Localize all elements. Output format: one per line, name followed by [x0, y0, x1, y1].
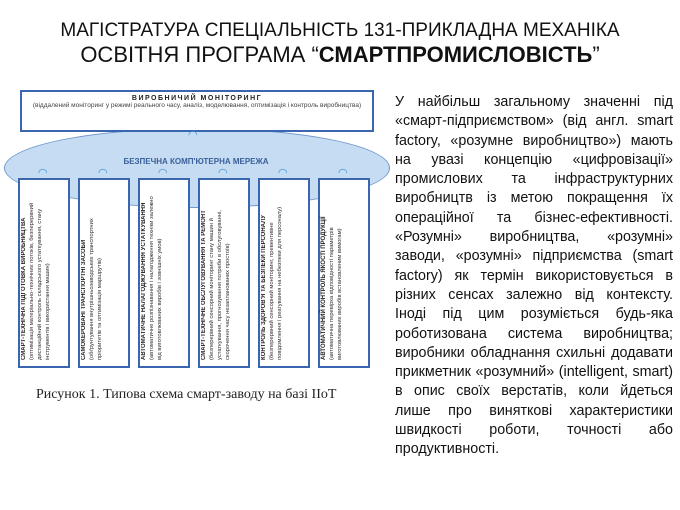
column-text: (безперервний сенсорний моніторинг стану…	[209, 210, 231, 360]
column-box: АВТОМАТИЧНИЙ КОНТРОЛЬ ЯКОСТІ ПРОДУКЦІЇ(а…	[318, 178, 370, 368]
column-heading: АВТОМАТИЧНИЙ КОНТРОЛЬ ЯКОСТІ ПРОДУКЦІЇ	[321, 216, 327, 360]
column-box: КОНТРОЛЬ ЗДОРОВ'Я ТА БЕЗПЕКИ ПЕРСОНАЛУ(б…	[258, 178, 310, 368]
title-program-name: СМАРТПРОМИСЛОВІСТЬ	[318, 42, 593, 67]
column-box: СМАРТ-ТЕХНІЧНА ПІДГОТОВКА ВИРОБНИЦТВА(оп…	[18, 178, 70, 368]
wifi-icon: ◠	[278, 167, 288, 179]
column-text: (автоматична перевірка відповідності пар…	[329, 227, 343, 360]
monitoring-subtext: (віддалений моніторинг у режимі реальног…	[32, 102, 362, 109]
smart-factory-diagram: ВИРОБНИЧИЙ МОНІТОРИНГ (віддалений моніто…	[4, 86, 390, 378]
wifi-icon: ◠	[158, 167, 168, 179]
column-heading: АВТОМАТИЧНЕ НАЛАГОДЖУВАННЯ УСТАТКУВАННЯ	[141, 202, 147, 360]
column-text: (оптимізація матеріально-технічних поток…	[29, 202, 51, 360]
wifi-icon: ◠	[338, 167, 348, 179]
wifi-icon: ◠	[98, 167, 108, 179]
wifi-icon: ◠	[218, 167, 228, 179]
column-box: СМАРТ-ТЕХНІЧНЕ ОБСЛУГОВУВАННЯ ТА РЕМОНТ(…	[198, 178, 250, 368]
column-heading: САМОКЕРОВАНІ ТРАНСПОРТНІ ЗАСОБИ	[81, 239, 87, 360]
column-box: АВТОМАТИЧНЕ НАЛАГОДЖУВАННЯ УСТАТКУВАННЯ(…	[138, 178, 190, 368]
production-monitoring-box: ВИРОБНИЧИЙ МОНІТОРИНГ (віддалений моніто…	[20, 90, 374, 132]
slide-title-line1: МАГІСТРАТУРА СПЕЦІАЛЬНІСТЬ 131-ПРИКЛАДНА…	[60, 20, 620, 41]
wifi-icon: ◠	[188, 129, 198, 141]
title-prefix: ОСВІТНЯ ПРОГРАМА “	[80, 42, 319, 67]
column-text: (обґрунтування внутрішньозаводських тран…	[89, 218, 103, 360]
body-paragraph: У найбільш загальному значенні під «смар…	[395, 94, 673, 458]
column-heading: СМАРТ-ТЕХНІЧНЕ ОБСЛУГОВУВАННЯ ТА РЕМОНТ	[201, 210, 207, 360]
column-heading: СМАРТ-ТЕХНІЧНА ПІДГОТОВКА ВИРОБНИЦТВА	[21, 217, 27, 360]
figure-caption: Рисунок 1. Типова схема смарт-заводу на …	[36, 387, 337, 402]
title-suffix: ”	[592, 42, 600, 67]
monitoring-heading: ВИРОБНИЧИЙ МОНІТОРИНГ	[131, 95, 263, 102]
column-heading: КОНТРОЛЬ ЗДОРОВ'Я ТА БЕЗПЕКИ ПЕРСОНАЛУ	[261, 214, 267, 360]
column-text: (автоматичне розпізнавання і налагодженн…	[149, 196, 163, 360]
wifi-icon: ◠	[38, 167, 48, 179]
column-text: (безперервний сенсорний моніторинг, прев…	[269, 206, 283, 360]
network-label: БЕЗПЕЧНА КОМП'ЮТЕРНА МЕРЕЖА	[123, 157, 269, 166]
slide-title-line2: ОСВІТНЯ ПРОГРАМА “СМАРТПРОМИСЛОВІСТЬ”	[0, 42, 680, 68]
column-box: САМОКЕРОВАНІ ТРАНСПОРТНІ ЗАСОБИ(обґрунту…	[78, 178, 130, 368]
